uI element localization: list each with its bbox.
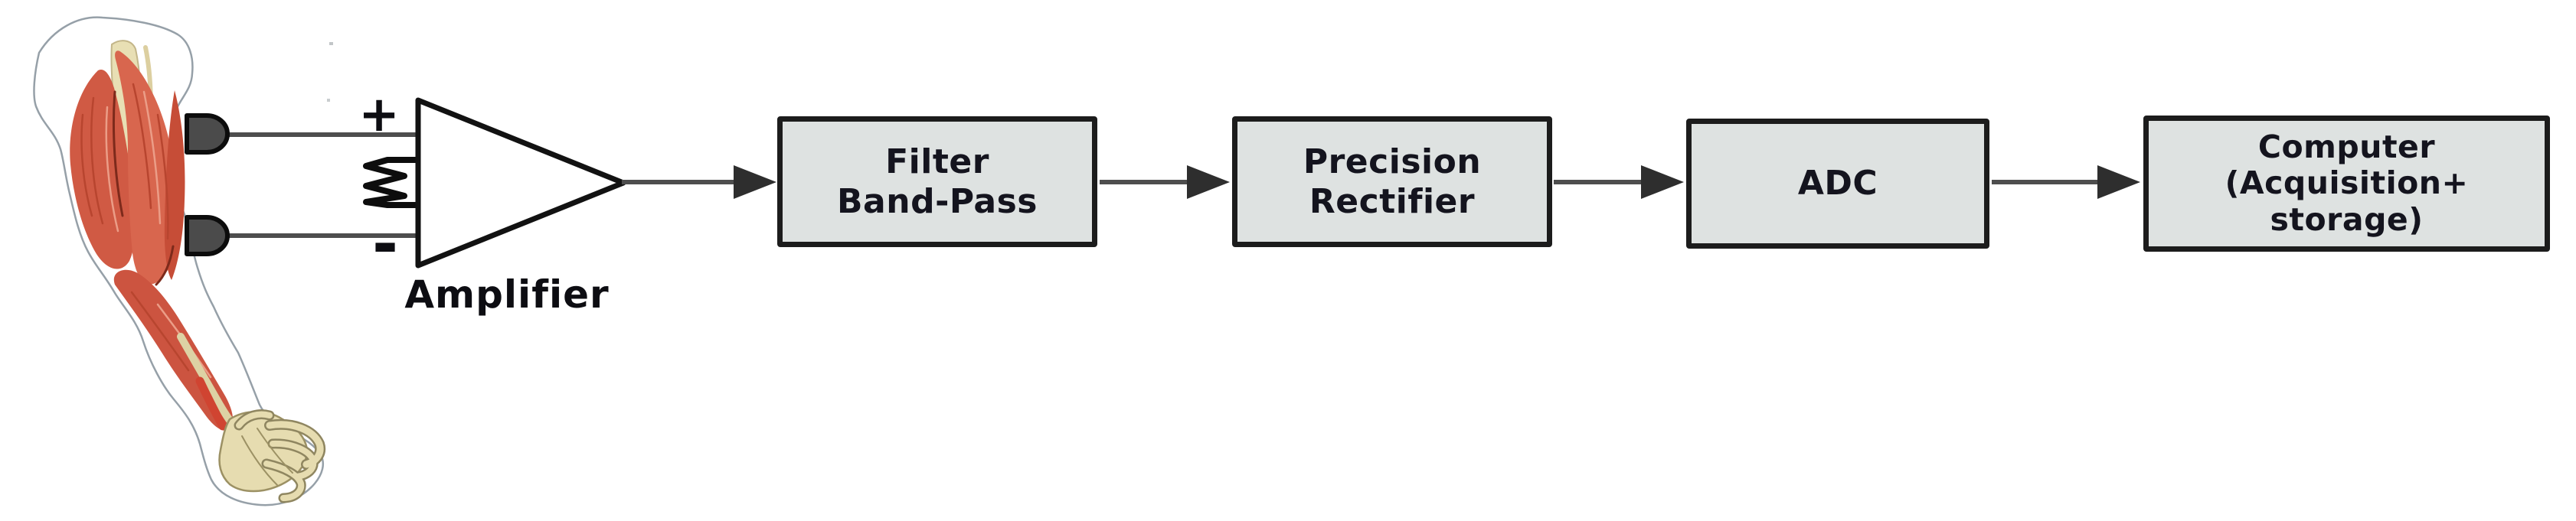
arm-muscle-illustration: [33, 16, 333, 506]
emg-electrode-icon-bottom: [185, 215, 230, 256]
amplifier-label: Amplifier: [404, 272, 610, 317]
speck-artifact: [329, 42, 333, 45]
flow-arrow-amp-to-filter: [622, 165, 776, 199]
flow-arrow-rectifier-to-adc: [1554, 165, 1684, 199]
muscle-biceps: [70, 69, 136, 269]
flow-arrow-adc-to-computer: [1992, 165, 2140, 199]
resistor-zigzag-icon: [363, 157, 421, 208]
block-filter-band-pass-label: Filter Band-Pass: [837, 142, 1038, 221]
hand-bones: [218, 409, 325, 503]
muscle-outer-strip: [164, 90, 185, 280]
op-amp-triangle-icon: [415, 97, 626, 269]
muscle-striations: [80, 83, 212, 379]
electrode-wires: [225, 132, 420, 238]
muscle-wrist-strip: [195, 376, 227, 431]
speck-artifact: [327, 99, 330, 102]
block-filter-band-pass: Filter Band-Pass: [777, 116, 1097, 247]
block-precision-rectifier: Precision Rectifier: [1232, 116, 1552, 247]
emg-electrode-icon-top: [185, 113, 230, 155]
flow-arrow-filter-to-rectifier: [1100, 165, 1230, 199]
block-precision-rectifier-label: Precision Rectifier: [1303, 142, 1482, 221]
block-computer-label: Computer (Acquisition+ storage): [2225, 128, 2469, 238]
block-adc-label: ADC: [1797, 164, 1878, 204]
amplifier-plus-input-label: +: [358, 86, 400, 143]
block-adc: ADC: [1686, 119, 1989, 249]
flow-arrows: [622, 165, 2140, 199]
amplifier-minus-input-label: -: [371, 208, 399, 281]
block-computer: Computer (Acquisition+ storage): [2143, 116, 2550, 252]
